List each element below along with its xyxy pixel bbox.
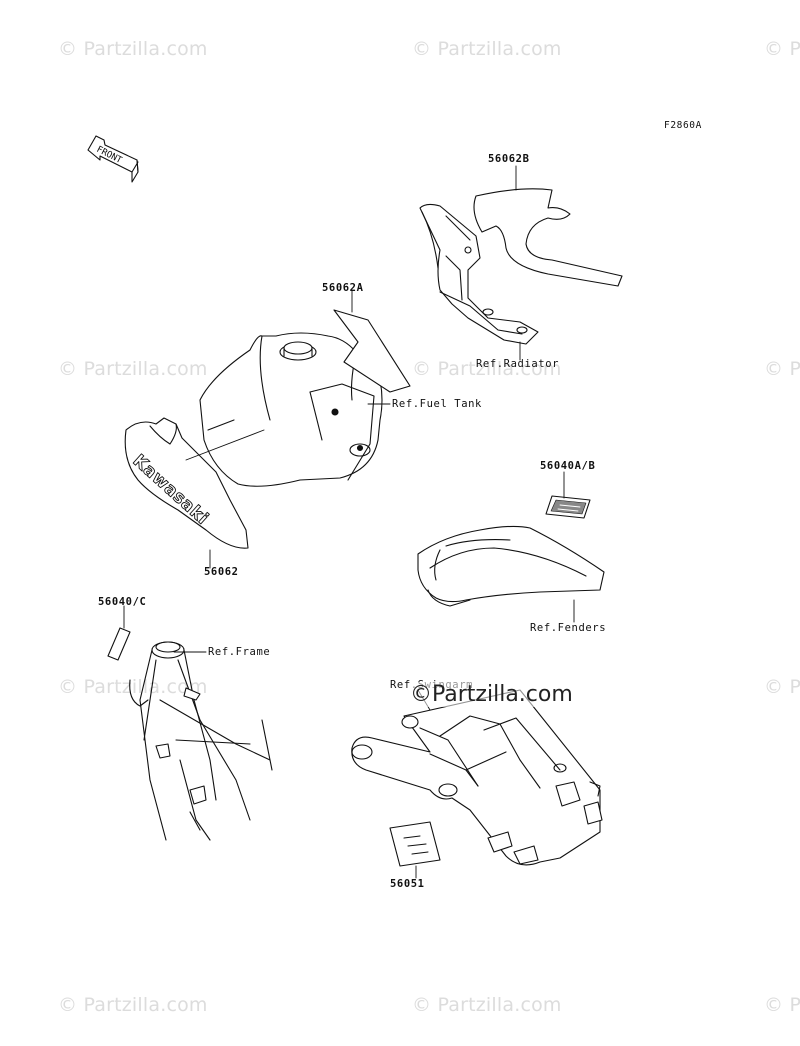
rear-fender <box>417 525 605 607</box>
ref-fenders-label[interactable]: Ref.Fenders <box>530 622 607 634</box>
watermark: © Partzilla.com <box>58 676 208 698</box>
figure-code: F2860A <box>664 120 702 131</box>
part-number-56040ab[interactable]: 56040A/B <box>540 460 596 472</box>
part-number-56040c[interactable]: 56040/C <box>98 596 147 608</box>
decal-56040c <box>107 627 131 661</box>
decal-56040ab <box>545 495 591 519</box>
decal-56051 <box>389 821 441 867</box>
radiator-shroud <box>419 203 539 345</box>
watermark: © Partzilla.com <box>764 676 800 698</box>
watermark: © Partzilla.com <box>412 38 562 60</box>
watermark: © Partzilla.com <box>764 38 800 60</box>
part-number-56062b[interactable]: 56062B <box>488 153 530 165</box>
ref-frame-label[interactable]: Ref.Frame <box>208 646 271 658</box>
leader-lines <box>123 165 575 879</box>
watermark: © Partzilla.com <box>58 38 208 60</box>
watermark: © Partzilla.com <box>58 358 208 380</box>
swingarm <box>351 689 603 866</box>
watermark: © Partzilla.com <box>764 994 800 1016</box>
watermark: © Partzilla.com <box>412 358 562 380</box>
ref-fuel-tank-label[interactable]: Ref.Fuel Tank <box>392 398 482 410</box>
decal-56062a <box>333 309 411 393</box>
part-number-56051[interactable]: 56051 <box>390 878 425 890</box>
fuel-tank <box>199 332 383 487</box>
watermark: © Partzilla.com <box>412 994 562 1016</box>
watermark: © Partzilla.com <box>764 358 800 380</box>
part-number-56062[interactable]: 56062 <box>204 566 239 578</box>
part-number-56062a[interactable]: 56062A <box>322 282 364 294</box>
center-watermark: ©Partzilla.com <box>410 682 573 707</box>
frame <box>129 641 273 841</box>
front-arrow-icon: FRONT <box>87 135 139 183</box>
watermark: © Partzilla.com <box>58 994 208 1016</box>
decal-56062b <box>473 188 623 287</box>
ref-radiator-label[interactable]: Ref.Radiator <box>476 358 560 370</box>
